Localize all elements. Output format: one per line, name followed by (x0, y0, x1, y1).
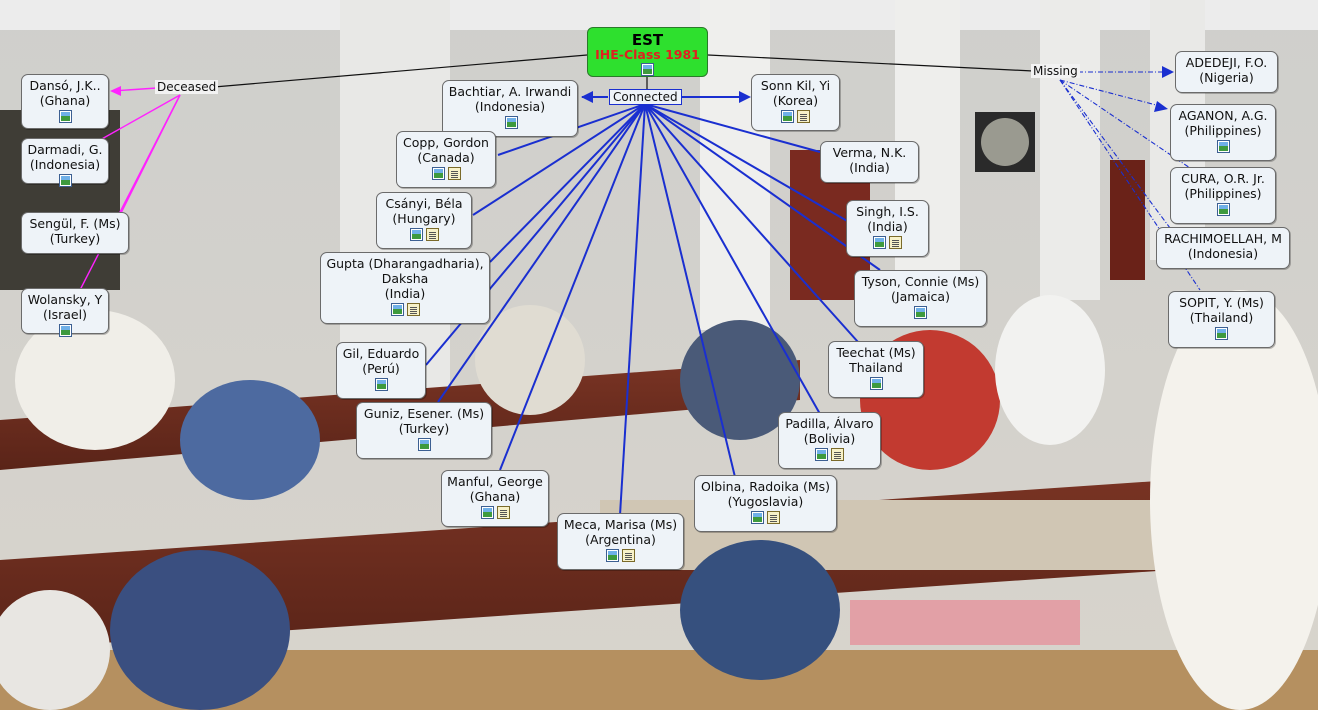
person-label: ADEDEJI, F.O. (Nigeria) (1185, 55, 1268, 85)
person-node-rachimoellah[interactable]: RACHIMOELLAH, M (Indonesia) (1156, 227, 1290, 269)
person-label: Copp, Gordon (Canada) (403, 135, 489, 165)
notes-icon[interactable] (447, 167, 461, 180)
person-node-adedeji[interactable]: ADEDEJI, F.O. (Nigeria) (1175, 51, 1278, 93)
person-node-sonn[interactable]: Sonn Kil, Yi (Korea) (751, 74, 840, 131)
person-node-csanyi[interactable]: Csányi, Béla (Hungary) (376, 192, 472, 249)
image-icon[interactable] (873, 236, 886, 249)
person-label: Darmadi, G. (Indonesia) (27, 142, 103, 172)
image-icon[interactable] (58, 324, 72, 337)
person-node-wolansky[interactable]: Wolansky, Y (Israel) (21, 288, 109, 337)
image-icon[interactable] (606, 549, 619, 562)
person-node-danso[interactable]: Dansó, J.K.. (Ghana) (21, 74, 109, 129)
person-label: Meca, Marisa (Ms) (Argentina) (563, 517, 678, 547)
image-icon[interactable] (815, 448, 828, 461)
person-node-singh[interactable]: Singh, I.S. (India) (846, 200, 929, 257)
person-label: Wolansky, Y (Israel) (27, 292, 103, 322)
person-node-bachtiar[interactable]: Bachtiar, A. Irwandi (Indonesia) (442, 80, 578, 137)
person-node-guniz[interactable]: Guniz, Esener. (Ms) (Turkey) (356, 402, 492, 459)
person-label: Sengül, F. (Ms) (Turkey) (29, 216, 121, 246)
person-node-gil[interactable]: Gil, Eduardo (Perú) (336, 342, 426, 399)
person-label: Singh, I.S. (India) (856, 204, 919, 234)
notes-icon[interactable] (889, 236, 902, 249)
person-node-cura[interactable]: CURA, O.R. Jr. (Philippines) (1170, 167, 1276, 224)
person-label: Tyson, Connie (Ms) (Jamaica) (861, 274, 980, 304)
person-node-darmadi[interactable]: Darmadi, G. (Indonesia) (21, 138, 109, 187)
image-icon[interactable] (1215, 327, 1228, 340)
person-label: AGANON, A.G. (Philippines) (1178, 108, 1268, 138)
person-node-sopit[interactable]: SOPIT, Y. (Ms) (Thailand) (1168, 291, 1275, 348)
person-label: Padilla, Álvaro (Bolivia) (785, 416, 874, 446)
group-tag-missing[interactable]: Missing (1031, 64, 1080, 78)
image-icon[interactable] (641, 63, 654, 76)
notes-icon[interactable] (831, 448, 844, 461)
person-label: Gupta (Dharangadharia), Daksha (India) (326, 256, 484, 301)
person-node-tyson[interactable]: Tyson, Connie (Ms) (Jamaica) (854, 270, 987, 327)
person-node-meca[interactable]: Meca, Marisa (Ms) (Argentina) (557, 513, 684, 570)
image-icon[interactable] (505, 116, 518, 129)
person-label: Olbina, Radoika (Ms) (Yugoslavia) (700, 479, 831, 509)
person-label: Dansó, J.K.. (Ghana) (29, 78, 101, 108)
image-icon[interactable] (374, 378, 388, 391)
person-node-verma[interactable]: Verma, N.K. (India) (820, 141, 919, 183)
notes-icon[interactable] (406, 303, 420, 316)
image-icon[interactable] (58, 110, 72, 123)
person-label: Sonn Kil, Yi (Korea) (760, 78, 831, 108)
root-title: EST (631, 31, 664, 49)
root-node-est[interactable]: EST IHE-Class 1981 (587, 27, 708, 77)
image-icon[interactable] (1216, 140, 1230, 153)
person-node-teechat[interactable]: Teechat (Ms) Thailand (828, 341, 924, 398)
person-label: SOPIT, Y. (Ms) (Thailand) (1179, 295, 1264, 325)
notes-icon[interactable] (425, 228, 439, 241)
image-icon[interactable] (409, 228, 423, 241)
notes-icon[interactable] (622, 549, 635, 562)
notes-icon[interactable] (767, 511, 780, 524)
image-icon[interactable] (390, 303, 404, 316)
person-label: Verma, N.K. (India) (832, 145, 907, 175)
image-icon[interactable] (1216, 203, 1230, 216)
person-label: Guniz, Esener. (Ms) (Turkey) (363, 406, 485, 436)
person-label: Teechat (Ms) Thailand (836, 345, 916, 375)
person-label: Manful, George (Ghana) (447, 474, 543, 504)
image-icon[interactable] (58, 174, 72, 187)
person-node-gupta[interactable]: Gupta (Dharangadharia), Daksha (India) (320, 252, 490, 324)
image-icon[interactable] (914, 306, 927, 319)
image-icon[interactable] (417, 438, 431, 451)
person-label: RACHIMOELLAH, M (Indonesia) (1164, 231, 1282, 261)
person-node-sengul[interactable]: Sengül, F. (Ms) (Turkey) (21, 212, 129, 254)
notes-icon[interactable] (797, 110, 810, 123)
person-node-aganon[interactable]: AGANON, A.G. (Philippines) (1170, 104, 1276, 161)
image-icon[interactable] (751, 511, 764, 524)
person-label: Csányi, Béla (Hungary) (385, 196, 463, 226)
image-icon[interactable] (480, 506, 494, 519)
image-icon[interactable] (869, 377, 883, 390)
person-node-manful[interactable]: Manful, George (Ghana) (441, 470, 549, 527)
root-subtitle: IHE-Class 1981 (595, 47, 700, 62)
group-tag-deceased[interactable]: Deceased (155, 80, 219, 94)
notes-icon[interactable] (496, 506, 510, 519)
person-label: Bachtiar, A. Irwandi (Indonesia) (448, 84, 572, 114)
image-icon[interactable] (431, 167, 445, 180)
person-label: CURA, O.R. Jr. (Philippines) (1181, 171, 1265, 201)
group-tag-connected[interactable]: Connected (609, 89, 682, 105)
person-node-padilla[interactable]: Padilla, Álvaro (Bolivia) (778, 412, 881, 469)
person-node-copp[interactable]: Copp, Gordon (Canada) (396, 131, 496, 188)
person-label: Gil, Eduardo (Perú) (342, 346, 420, 376)
person-node-olbina[interactable]: Olbina, Radoika (Ms) (Yugoslavia) (694, 475, 837, 532)
image-icon[interactable] (781, 110, 794, 123)
